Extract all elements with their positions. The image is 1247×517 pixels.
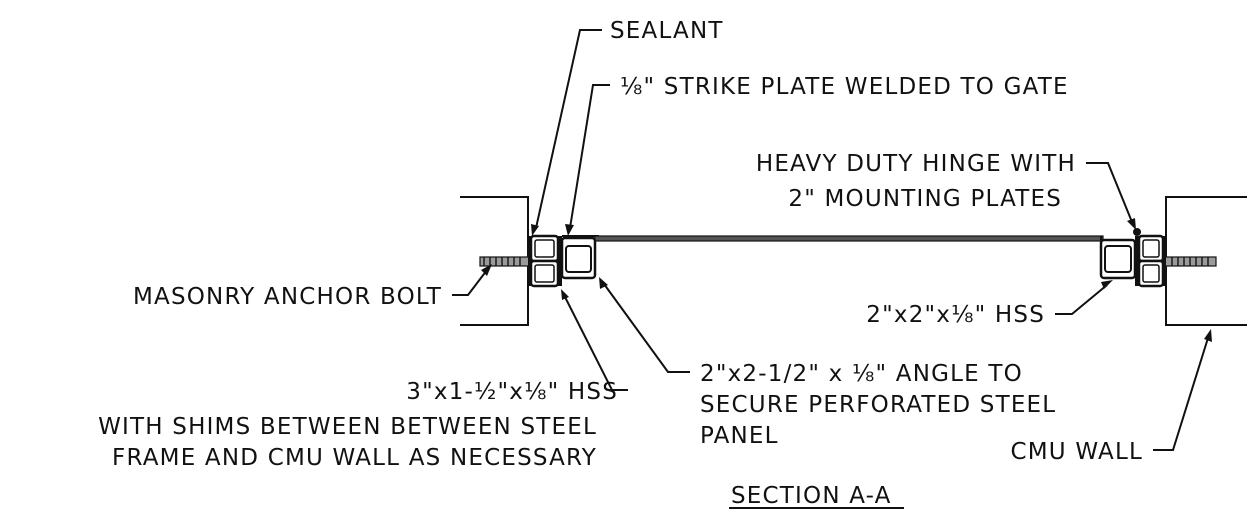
leader-lines	[452, 29, 1212, 509]
hinge-label-line1: HEAVY DUTY HINGE WITH	[756, 151, 1076, 177]
left-steel-frame	[528, 234, 599, 288]
left-anchor-bolt	[479, 256, 537, 267]
right-steel-frame	[1099, 228, 1166, 288]
angle-label-line2: SECURE PERFORATED STEEL	[700, 392, 1056, 418]
strike-plate-label: ⅛" STRIKE PLATE WELDED TO GATE	[620, 74, 1069, 100]
hinge-label-line2: 2" MOUNTING PLATES	[788, 186, 1062, 212]
section-title: SECTION A-A	[731, 483, 892, 509]
cmu-wall-label: CMU WALL	[1011, 439, 1144, 465]
anchor-bolt-label: MASONRY ANCHOR BOLT	[133, 284, 442, 310]
hinge-knuckle-icon	[1133, 228, 1141, 236]
hss-left-label-line3: FRAME AND CMU WALL AS NECESSARY	[112, 445, 597, 471]
angle-label-line1: 2"x2-1/2" x ⅛" ANGLE TO	[700, 361, 1023, 387]
hss-left-label-line2: WITH SHIMS BETWEEN BETWEEN STEEL	[98, 414, 597, 440]
hss-left-label-line1: 3"x1-½"x⅛" HSS	[406, 379, 618, 405]
perforated-steel-panel	[594, 235, 1104, 242]
sealant-label: SEALANT	[610, 18, 724, 44]
angle-label-line3: PANEL	[700, 423, 779, 449]
hss-right-label: 2"x2"x⅛" HSS	[866, 302, 1045, 328]
right-anchor-bolt	[1157, 256, 1217, 267]
